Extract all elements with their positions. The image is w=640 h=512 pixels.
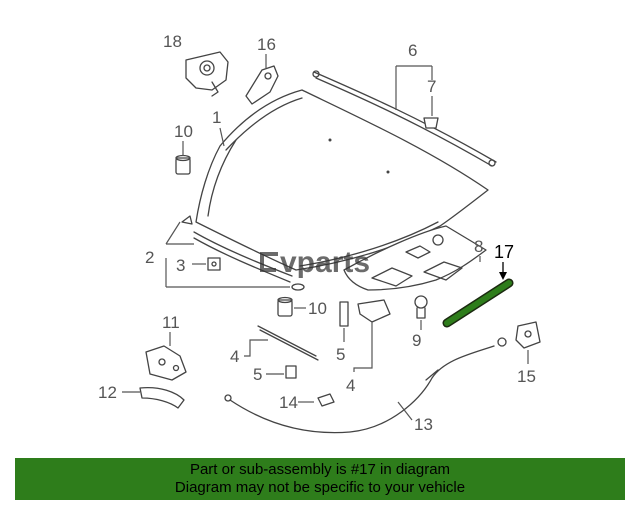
banner-line-2: Diagram may not be specific to your vehi… [174,479,466,496]
part-18-hood-latch [185,51,229,97]
callout-17: 17 [494,242,514,262]
leader-13 [397,401,413,421]
callout-11: 11 [162,313,180,332]
callout-10-upper: 10 [174,122,193,141]
part-9-grommet [414,295,428,319]
part-8-inner-panel [343,225,487,291]
part-10-bumper-upper [175,154,191,175]
part-12-release-handle [139,386,185,409]
part-3-fastener [207,257,221,271]
callout-18: 18 [163,32,182,51]
part-15-cable-bracket [515,321,541,349]
part-1-hood-panel [195,89,489,271]
callout-9: 9 [412,331,421,350]
part-7-clip [423,117,439,129]
callout-6: 6 [408,41,417,60]
leader-6 [395,65,433,110]
part-5-bracket-upper [339,301,349,327]
vparts-logo-text: vparts [280,246,370,279]
callout-12: 12 [98,383,117,402]
callout-16: 16 [257,35,276,54]
info-banner: Part or sub-assembly is #17 in diagram D… [15,458,625,500]
callout-5-lower: 5 [253,365,262,384]
part-5-clip-lower [285,365,297,379]
callout-5-upper: 5 [336,345,345,364]
leader-17-arrow [499,272,507,280]
callout-14: 14 [279,393,298,412]
callout-1: 1 [212,108,221,127]
vparts-watermark: vparts [260,246,370,279]
leader-2 [165,221,290,288]
callout-13: 13 [414,415,433,434]
part-6-hood-seal [312,70,497,167]
part-11-hinge [145,345,187,381]
part-4-prop-rod [257,325,319,361]
callout-3: 3 [176,256,185,275]
part-17-lift-support [442,278,514,328]
part-10-bumper-lower [277,296,293,317]
banner-line-1: Part or sub-assembly is #17 in diagram [189,461,451,478]
part-14-cable-end [317,393,335,407]
part-13-release-cable [224,337,507,434]
callout-10-lower: 10 [308,299,327,318]
callout-4-left: 4 [230,347,239,366]
part-4-cowl-bracket [357,299,391,323]
callout-4-right: 4 [346,376,355,395]
leader-1 [219,127,225,147]
part-2-weatherstrip [181,215,305,291]
vparts-logo-icon [260,252,278,272]
leader-4-left [244,339,268,357]
part-16-striker [245,65,279,105]
callout-8: 8 [474,237,483,256]
leader-4-right [353,322,373,372]
callout-2: 2 [145,248,154,267]
callout-15: 15 [517,367,536,386]
part-17-highlight [444,280,512,326]
callout-7: 7 [427,77,436,96]
